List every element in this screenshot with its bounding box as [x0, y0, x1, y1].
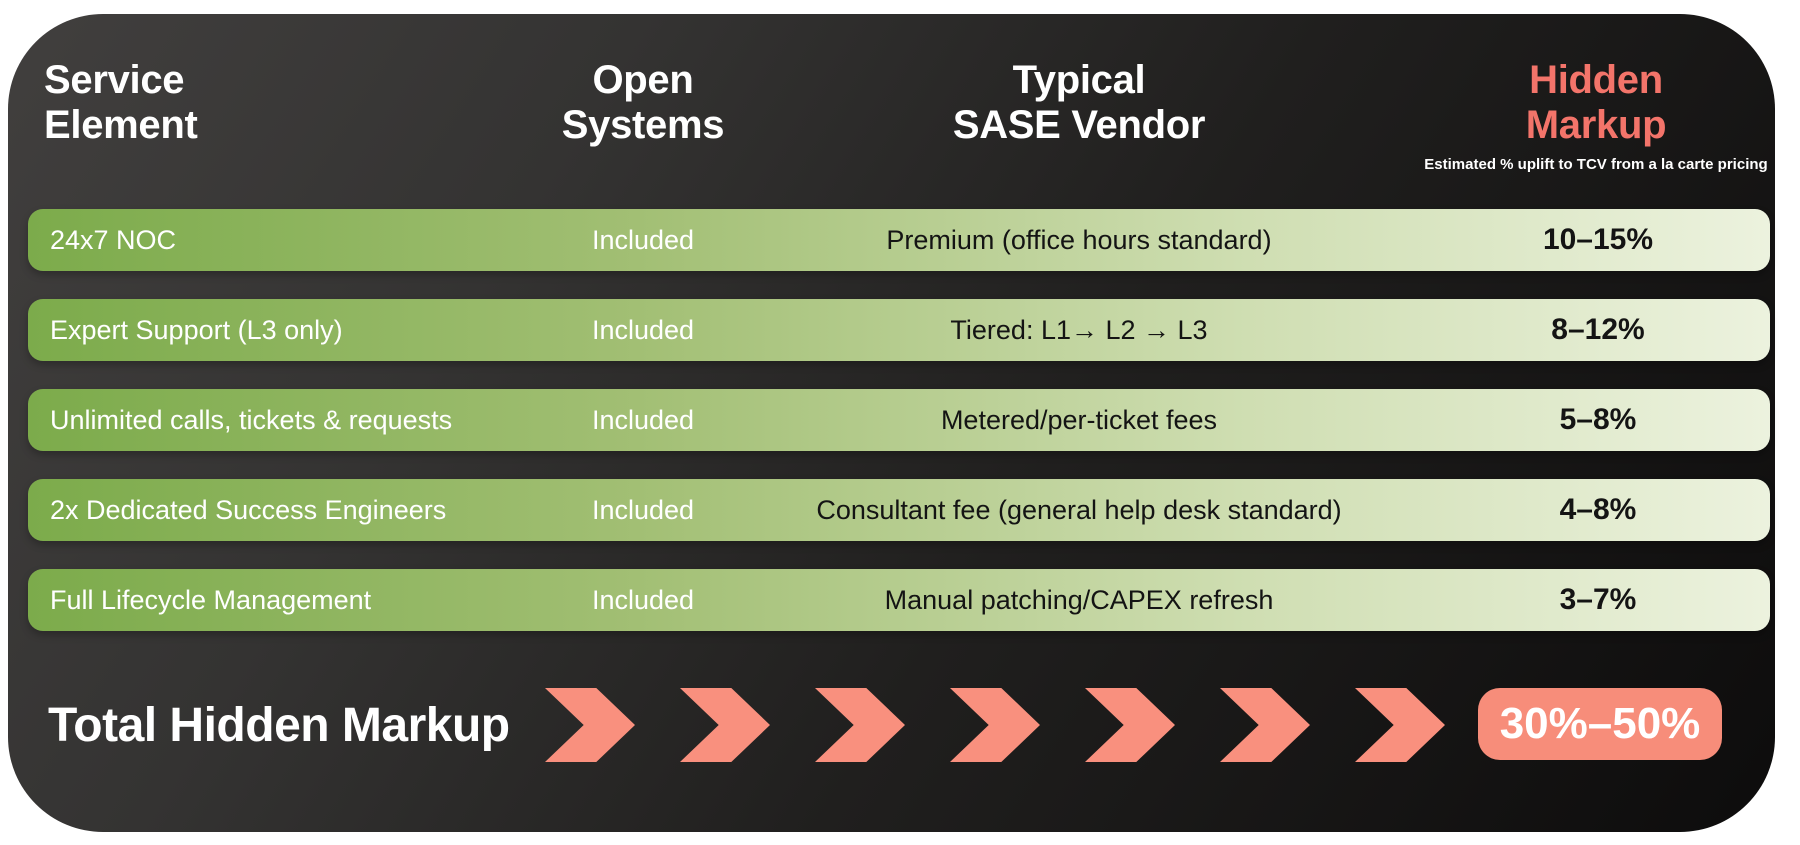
hidden-markup-header-line2: Markup [1525, 102, 1667, 147]
table-row: 2x Dedicated Success Engineers Included … [28, 479, 1770, 541]
service-element-cell: 2x Dedicated Success Engineers [50, 494, 447, 525]
open-systems-cell: Included [591, 404, 695, 435]
chevron-right-icon [815, 688, 905, 762]
service-element-cell: Expert Support (L3 only) [50, 314, 343, 345]
total-hidden-markup-label: Total Hidden Markup [48, 698, 510, 752]
comparison-card: Service Element Open Systems Typical SAS… [8, 14, 1775, 832]
markup-cell: 3–7% [1559, 583, 1637, 616]
open-systems-header-line1: Open [592, 58, 694, 102]
markup-cell: 5–8% [1559, 403, 1637, 436]
service-element-header-line1: Service [44, 58, 185, 102]
open-systems-cell: Included [591, 224, 695, 255]
markup-cell: 8–12% [1551, 313, 1645, 346]
hidden-markup-header-line1: Hidden [1529, 58, 1663, 102]
service-element-cell: 24x7 NOC [50, 224, 177, 255]
table-row: Expert Support (L3 only) Included Tiered… [28, 299, 1770, 361]
table-row: Full Lifecycle Management Included Manua… [28, 569, 1770, 631]
chevron-right-icon [545, 688, 635, 762]
chevron-right-icon [950, 688, 1040, 762]
markup-cell: 4–8% [1559, 493, 1637, 526]
sase-vendor-cell: Consultant fee (general help desk standa… [816, 494, 1342, 525]
chevron-right-icon [680, 688, 770, 762]
sase-vendor-cell: Manual patching/CAPEX refresh [884, 584, 1274, 615]
sase-vendor-cell: Premium (office hours standard) [886, 224, 1272, 255]
hidden-markup-header: Hidden Markup Estimated % uplift to TCV … [1406, 58, 1786, 173]
open-systems-cell: Included [591, 584, 695, 615]
table-row: 24x7 NOC Included Premium (office hours … [28, 209, 1770, 271]
service-element-cell: Unlimited calls, tickets & requests [50, 404, 453, 435]
table-row: Unlimited calls, tickets & requests Incl… [28, 389, 1770, 451]
open-systems-cell: Included [591, 314, 695, 345]
open-systems-header: Open Systems [453, 58, 833, 148]
sase-vendor-header: Typical SASE Vendor [849, 58, 1309, 148]
markup-cell: 10–15% [1542, 223, 1654, 256]
open-systems-cell: Included [591, 494, 695, 525]
sase-vendor-header-line1: Typical [1012, 58, 1146, 102]
total-markup-badge: 30%–50% [1478, 688, 1722, 760]
service-element-header-line2: Element [44, 102, 198, 147]
sase-vendor-cell: Metered/per-ticket fees [940, 404, 1218, 435]
hidden-markup-subtitle: Estimated % uplift to TCV from a la cart… [1424, 155, 1768, 173]
chevron-right-icon [1220, 688, 1310, 762]
chevron-right-icon [1085, 688, 1175, 762]
sase-vendor-cell: Tiered: L1→ L2 → L3 [950, 314, 1208, 345]
sase-vendor-header-line2: SASE Vendor [952, 102, 1206, 147]
open-systems-header-line2: Systems [561, 102, 725, 147]
service-element-header: Service Element [44, 58, 464, 148]
service-element-cell: Full Lifecycle Management [50, 584, 372, 615]
chevron-right-icon [1355, 688, 1445, 762]
